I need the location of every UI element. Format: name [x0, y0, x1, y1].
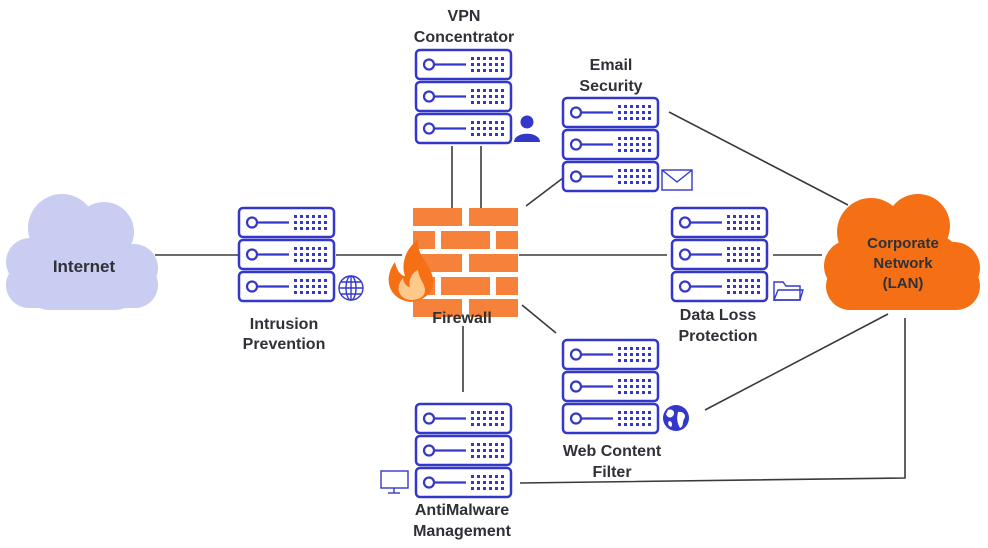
link-firewall-webfilter [521, 304, 557, 334]
vpn-label-line-1: VPN [448, 8, 481, 25]
corporate-cloud [824, 194, 980, 310]
email-security-node: Email Security [563, 57, 693, 191]
corporate-network-node: Corporate Network (LAN) [824, 194, 980, 310]
dlp-label-line-2: Protection [678, 328, 757, 345]
corporate-label-line-3: (LAN) [883, 275, 924, 292]
vpn-label-line-2: Concentrator [414, 29, 514, 46]
flame-icon [388, 240, 434, 302]
vpn-concentrator-server [416, 50, 511, 143]
internet-cloud [6, 194, 158, 310]
data-loss-protection-node: Data Loss Protection [672, 208, 804, 345]
antimalware-management-node: AntiMalware Management [380, 404, 512, 540]
data-loss-protection-server [672, 208, 767, 301]
earth-icon [663, 405, 689, 431]
webfilter-label-line-1: Web Content [563, 443, 662, 460]
intrusion-prevention-server [239, 208, 334, 301]
globe-grid-icon [338, 275, 364, 301]
connector-lines [155, 111, 906, 484]
link-email-corporate [668, 111, 849, 206]
web-content-filter-node: Web Content Filter [563, 340, 689, 481]
email-security-server [563, 98, 658, 191]
intrusion-label-line-2: Prevention [243, 336, 326, 353]
firewall-node: Firewall [388, 208, 518, 327]
intrusion-prevention-node: Intrusion Prevention [239, 208, 364, 353]
email-label-line-1: Email [590, 57, 633, 74]
firewall-label: Firewall [432, 310, 492, 327]
link-antimalware-corporate [519, 318, 906, 484]
monitor-icon [380, 470, 409, 494]
intrusion-label-line-1: Intrusion [250, 316, 318, 333]
link-firewall-email [525, 177, 564, 207]
webfilter-label-line-2: Filter [592, 464, 631, 481]
internet-node: Internet [6, 194, 158, 310]
folder-icon [772, 281, 804, 301]
internet-label: Internet [53, 257, 116, 276]
envelope-icon [661, 169, 693, 191]
dlp-label-line-1: Data Loss [680, 307, 757, 324]
antimalware-label-line-2: Management [413, 523, 511, 540]
link-webfilter-corporate [704, 313, 889, 411]
web-content-filter-server [563, 340, 658, 433]
firewall-bricks [413, 208, 518, 317]
antimalware-management-server [416, 404, 511, 497]
corporate-label-line-1: Corporate [867, 235, 939, 252]
antimalware-label-line-1: AntiMalware [415, 502, 509, 519]
user-icon [514, 115, 540, 142]
corporate-label-line-2: Network [873, 255, 933, 272]
email-label-line-2: Security [579, 78, 642, 95]
vpn-concentrator-node: VPN Concentrator [414, 8, 540, 143]
